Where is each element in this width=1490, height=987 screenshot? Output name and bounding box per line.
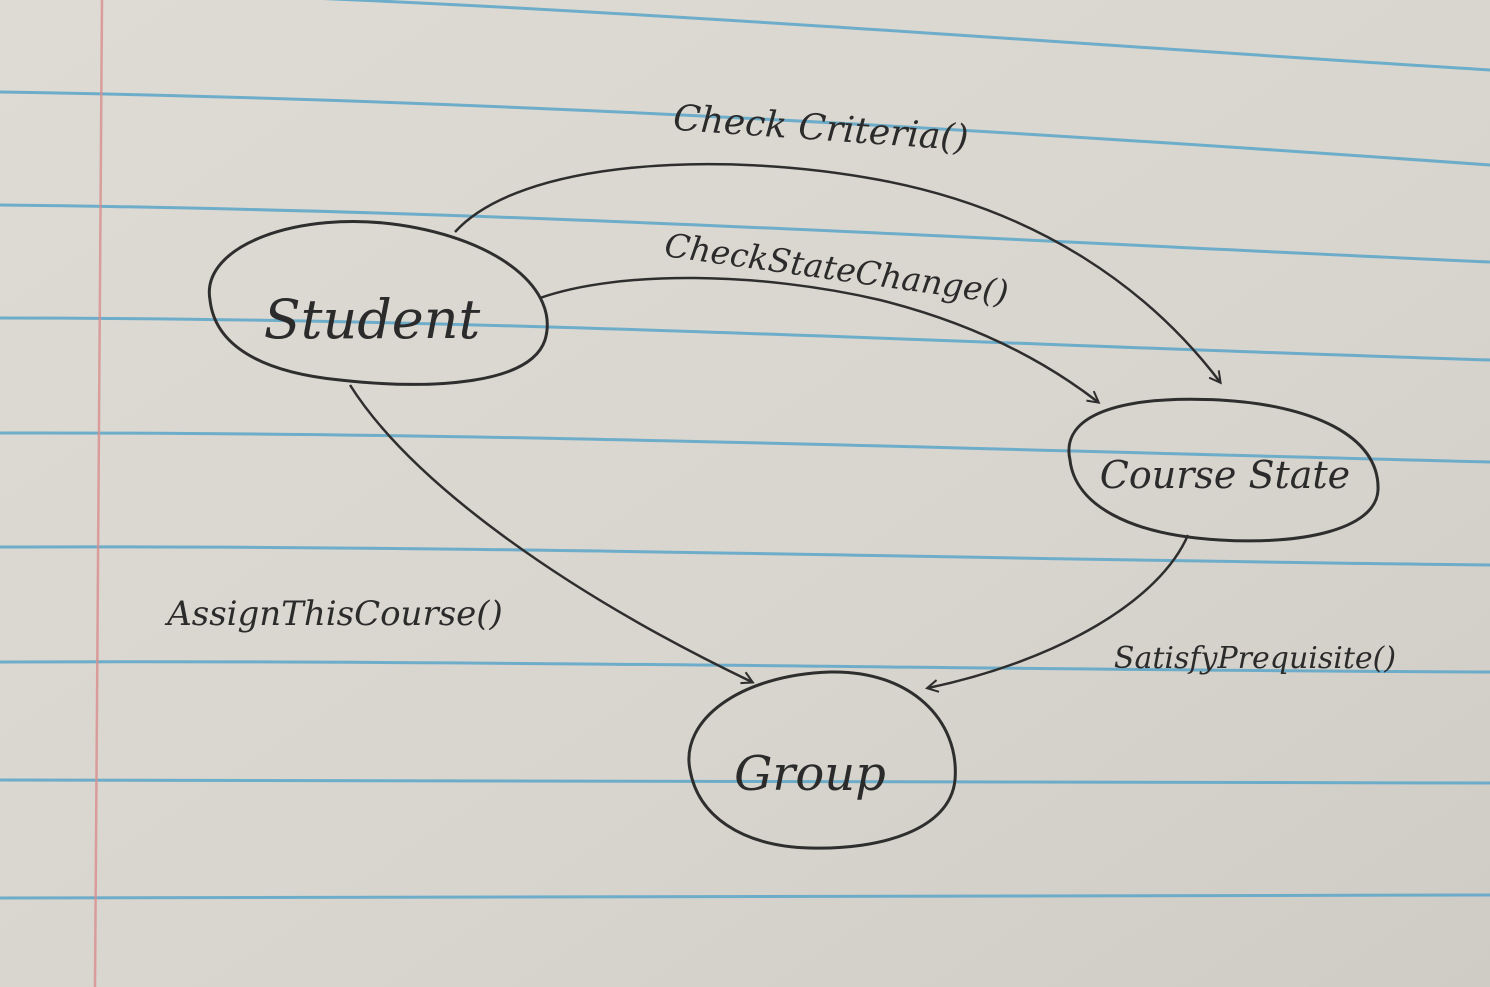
edge-assign-this-course: AssignThisCourse() [164, 384, 752, 682]
course-state-ellipse [1067, 397, 1380, 543]
ruled-lines [0, 0, 1490, 900]
student-ellipse [207, 220, 549, 386]
check-criteria-arrow [454, 162, 1220, 382]
assign-this-course-arrow [348, 384, 752, 682]
group-label: Group [734, 746, 886, 802]
edge-satisfy-prequisite: SatisfyPrequisite() [928, 534, 1396, 688]
satisfy-prequisite-label: SatisfyPrequisite() [1114, 641, 1396, 676]
student-label: Student [264, 288, 481, 351]
node-course-state: Course State [1067, 397, 1380, 543]
margin-line [93, 0, 104, 987]
group-ellipse [687, 670, 957, 850]
satisfy-prequisite-arrow [928, 534, 1190, 688]
node-group: Group [687, 670, 957, 850]
assign-this-course-label: AssignThisCourse() [164, 594, 503, 634]
check-state-change-arrow [539, 276, 1098, 402]
course-state-label: Course State [1100, 453, 1350, 497]
node-student: Student [207, 220, 549, 386]
